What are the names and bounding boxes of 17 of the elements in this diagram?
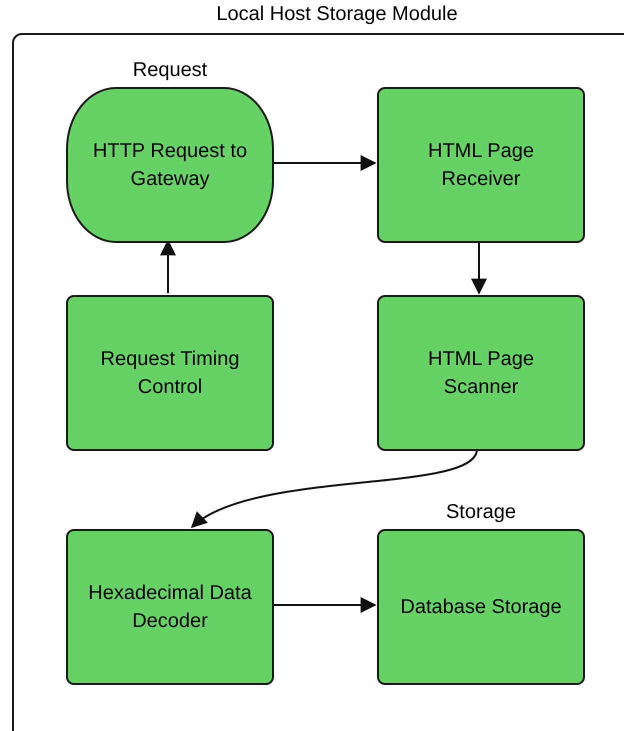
- arrow: [471, 241, 487, 295]
- node-caption: Storage: [444, 501, 518, 524]
- process-box: [377, 87, 585, 243]
- process-box: [377, 295, 585, 451]
- node-label: Database Storage: [399, 595, 563, 620]
- container-title: Local Host Storage Module: [215, 3, 459, 26]
- node-label: HTML Page Scanner: [427, 347, 535, 400]
- node-label: HTML Page Receiver: [427, 139, 535, 192]
- node-label: Request Timing Control: [100, 347, 240, 400]
- arrow: [272, 155, 377, 171]
- process-box: [66, 529, 274, 685]
- arrow: [190, 448, 478, 528]
- arrow: [272, 597, 377, 613]
- node-label: Hexadecimal Data Decoder: [87, 581, 253, 634]
- node-caption: Request: [132, 59, 208, 82]
- node-label: HTTP Request to Gateway: [92, 139, 248, 192]
- process-box: [66, 295, 274, 451]
